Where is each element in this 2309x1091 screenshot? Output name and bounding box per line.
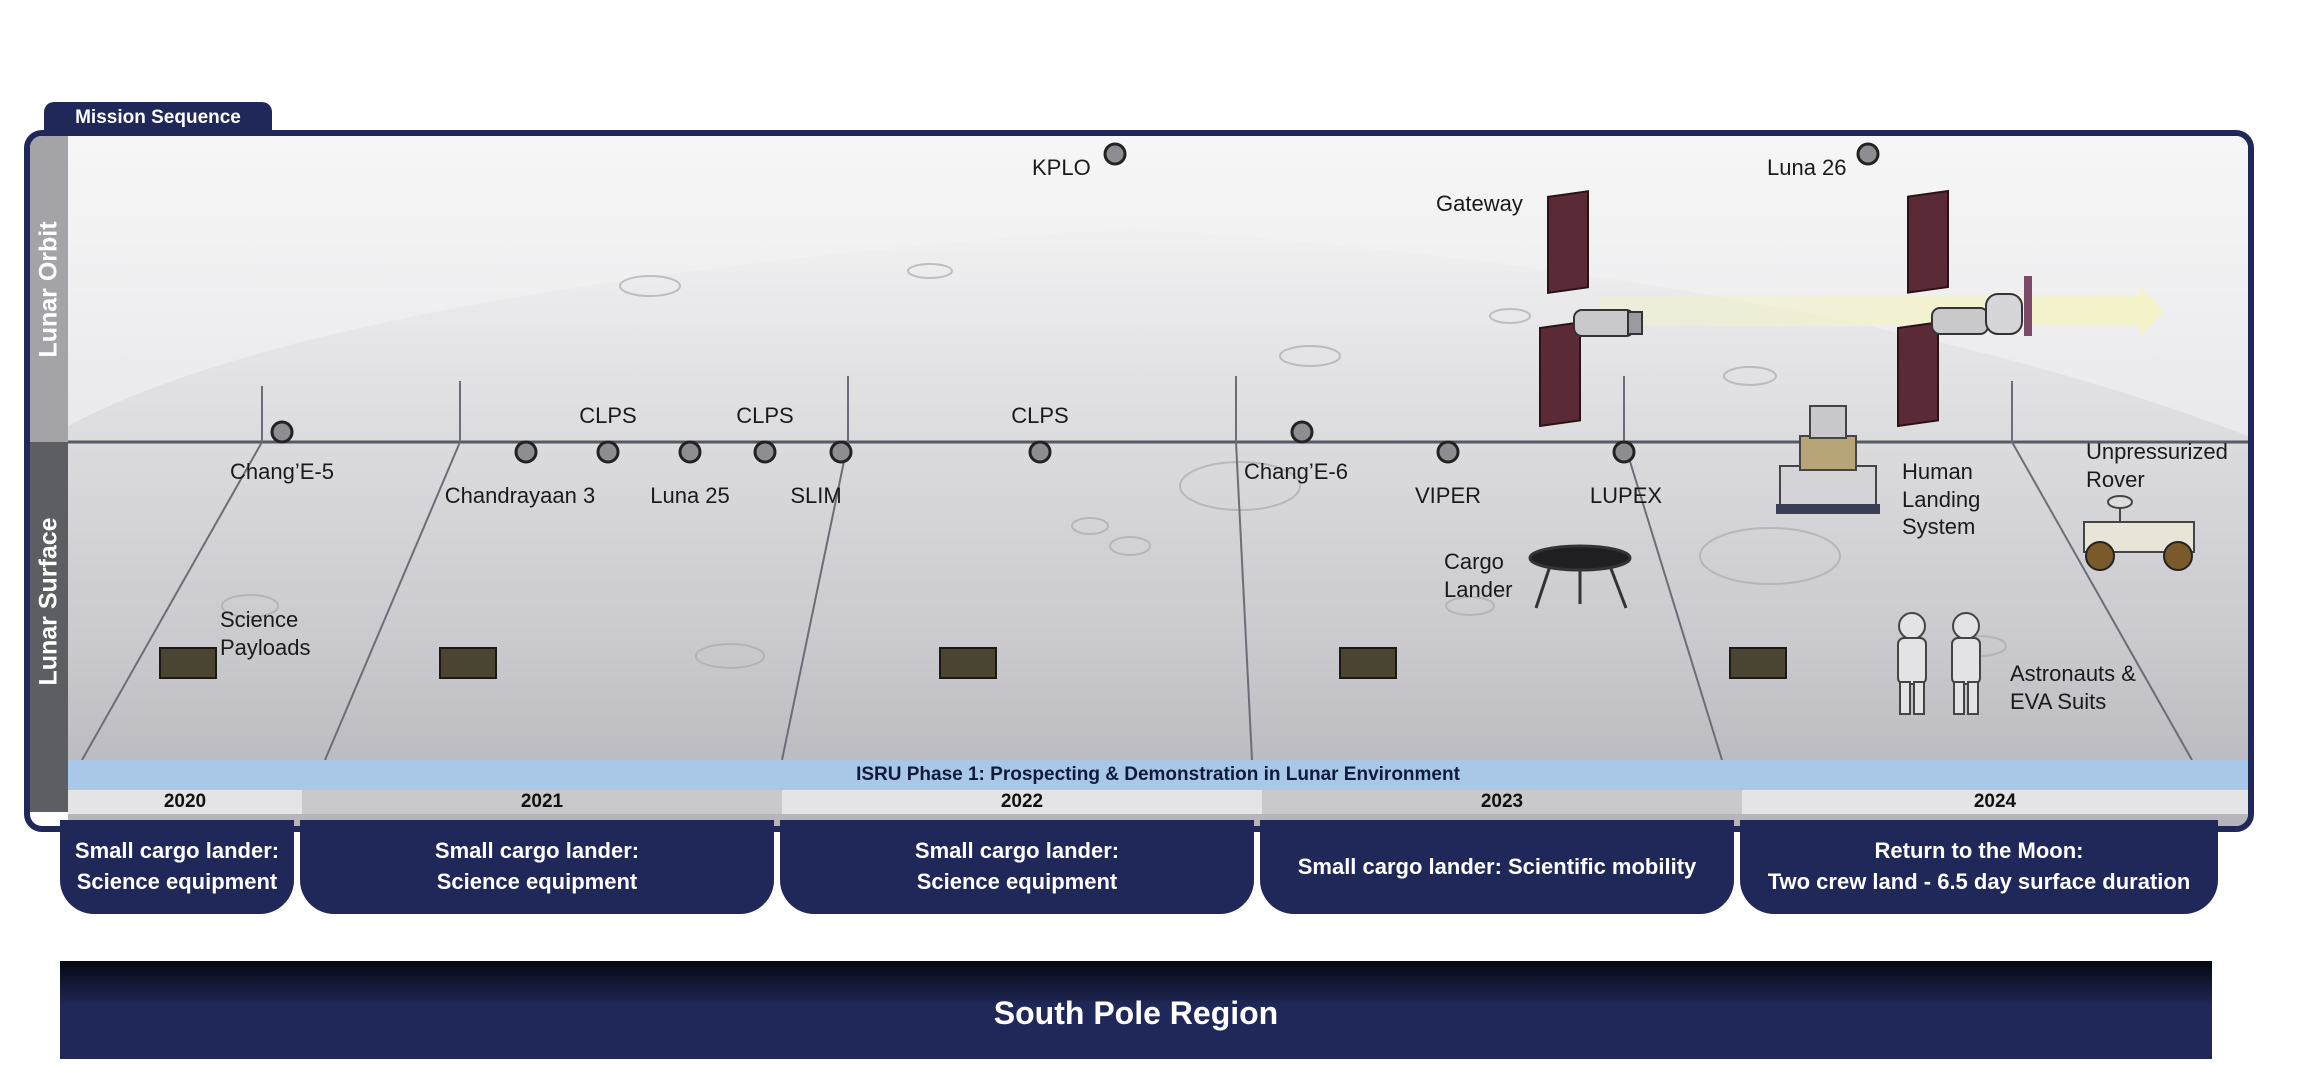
- label-lupex: LUPEX: [1589, 483, 1663, 508]
- description-2024: Return to the Moon: Two crew land - 6.5 …: [1740, 820, 2218, 914]
- rover-icon: [2083, 495, 2195, 571]
- isru-phase-band: ISRU Phase 1: Prospecting & Demonstratio…: [68, 760, 2248, 790]
- year-divider-lines: [81, 376, 2193, 761]
- marker-viper: [1436, 440, 1460, 464]
- lunar-orbit-sidebar: [30, 136, 68, 442]
- payload-crate-2020: [159, 647, 217, 679]
- description-2022: Small cargo lander: Science equipment: [780, 820, 1254, 914]
- marker-change6: [1290, 420, 1314, 444]
- payload-crate-2023: [1339, 647, 1397, 679]
- year-2023: 2023: [1262, 790, 1742, 814]
- gateway-spacecraft-icon: [1539, 190, 1643, 428]
- label-clps-2: CLPS: [736, 403, 794, 428]
- human-landing-system-icon: [1776, 405, 1880, 514]
- year-2020: 2020: [68, 790, 302, 814]
- marker-chandrayaan3: [514, 440, 538, 464]
- lunar-surface-label: Lunar Surface: [34, 516, 63, 686]
- label-cargo-lander: Cargo Lander: [1444, 549, 1513, 602]
- gateway-trajectory-arrow: [1600, 286, 2164, 336]
- marker-clps3: [1028, 440, 1052, 464]
- payload-crate-2021: [439, 647, 497, 679]
- label-luna25: Luna 25: [650, 483, 730, 508]
- payload-crate-2024: [1729, 647, 1787, 679]
- science-payload-crates: [159, 647, 1787, 679]
- marker-clps2: [753, 440, 777, 464]
- label-unpressurized-rover: Unpressurized Rover: [2086, 439, 2228, 492]
- year-2024: 2024: [1742, 790, 2248, 814]
- mission-markers: [270, 142, 1880, 464]
- gateway-docked-spacecraft-icon: [1897, 189, 2032, 428]
- year-2022: 2022: [782, 790, 1262, 814]
- year-2021: 2021: [302, 790, 782, 814]
- marker-change5: [270, 420, 294, 444]
- marker-luna25: [678, 440, 702, 464]
- label-chandrayaan3: Chandrayaan 3: [444, 483, 596, 508]
- south-pole-region-bar: South Pole Region: [60, 961, 2212, 1059]
- moon-surface: [68, 228, 2248, 826]
- crater-group: [221, 263, 2007, 669]
- description-2023: Small cargo lander: Scientific mobility: [1260, 820, 1734, 914]
- marker-luna26: [1856, 142, 1880, 166]
- label-kplo: KPLO: [1032, 155, 1091, 180]
- lunar-orbit-label: Lunar Orbit: [34, 220, 63, 358]
- mission-panel: Lunar Orbit Lunar Surface KPLO Luna 26 G…: [24, 130, 2254, 832]
- label-slim: SLIM: [790, 483, 842, 508]
- label-change5: Chang’E-5: [230, 459, 334, 484]
- marker-slim: [829, 440, 853, 464]
- payload-crate-2022: [939, 647, 997, 679]
- astronauts-icon: [1897, 612, 1981, 715]
- marker-lupex: [1612, 440, 1636, 464]
- label-human-landing-system: Human Landing System: [1902, 459, 1981, 539]
- moon-scene: [68, 142, 2248, 826]
- marker-clps1: [596, 440, 620, 464]
- lunar-surface-sidebar: [30, 442, 68, 812]
- label-luna26: Luna 26: [1767, 155, 1847, 180]
- label-gateway: Gateway: [1436, 191, 1523, 216]
- label-clps-1: CLPS: [579, 403, 637, 428]
- cargo-lander-icon: [1528, 544, 1632, 609]
- label-viper: VIPER: [1414, 483, 1482, 508]
- mission-sequence-tab: Mission Sequence: [44, 102, 272, 134]
- label-science-payloads: Science Payloads: [220, 607, 311, 660]
- label-astronauts: Astronauts & EVA Suits: [2010, 661, 2136, 714]
- label-clps-3: CLPS: [1011, 403, 1069, 428]
- description-2020: Small cargo lander: Science equipment: [60, 820, 294, 914]
- description-2021: Small cargo lander: Science equipment: [300, 820, 774, 914]
- marker-kplo: [1103, 142, 1127, 166]
- label-change6: Chang’E-6: [1244, 459, 1348, 484]
